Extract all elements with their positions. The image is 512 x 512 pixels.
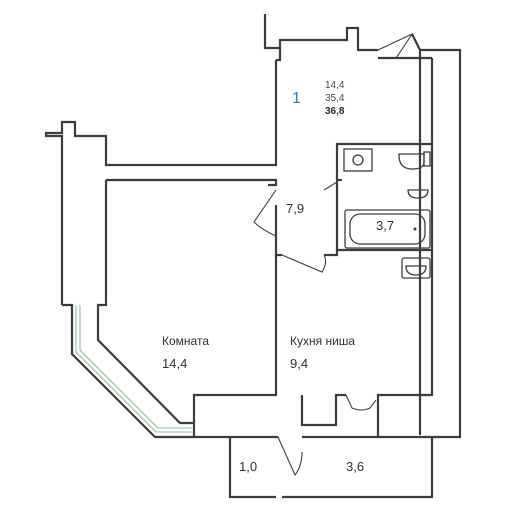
bathroom-area: 3,7 (376, 218, 395, 233)
kitchen-name: Кухня ниша (290, 334, 356, 348)
total-area: 36,8 (325, 106, 345, 117)
kitchen-area: 9,4 (290, 356, 309, 371)
room-name: Комната (162, 334, 209, 348)
bathroom-fixtures (343, 148, 431, 249)
kitchen-sink-icon (401, 257, 431, 279)
kitchen-fixtures (401, 257, 431, 279)
partitions (194, 142, 432, 499)
living-area: 14,4 (325, 80, 345, 91)
apartment-number: 1 (292, 90, 301, 107)
left-walls (44, 60, 278, 439)
room-area: 14,4 (162, 356, 188, 371)
drain-icon (352, 154, 364, 166)
balcony-large-area: 3,6 (346, 459, 365, 474)
doors (253, 32, 414, 477)
balcony-small-area: 1,0 (239, 459, 258, 474)
shower-tray (343, 148, 373, 172)
bathtub-icon (344, 209, 431, 249)
hall-area: 7,9 (286, 201, 305, 216)
sink-icon (407, 189, 429, 199)
useful-area: 35,4 (325, 93, 345, 104)
apartment-info-box: 1 14,4 35,4 36,8 (283, 73, 355, 123)
apartment-areas: 14,4 35,4 36,8 (325, 79, 344, 118)
